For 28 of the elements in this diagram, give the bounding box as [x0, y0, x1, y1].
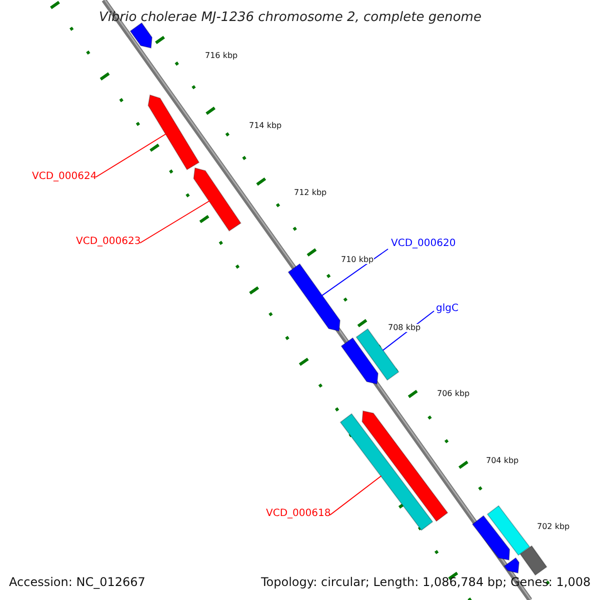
tick-label: 708 kbp [388, 324, 421, 332]
gene-feature [148, 94, 200, 170]
gene-label: VCD_000624 [32, 172, 97, 182]
leader-line [321, 248, 388, 296]
gene-feature [193, 167, 242, 232]
tick-label: 716 kbp [205, 52, 238, 60]
accession-text: Accession: NC_012667 [9, 576, 146, 588]
leader-line [96, 134, 166, 178]
gene-feature [520, 545, 548, 576]
tick-label: 712 kbp [294, 189, 327, 197]
tick-label: 714 kbp [249, 122, 282, 130]
gene-label: VCD_000623 [76, 237, 141, 247]
tick-label: 704 kbp [486, 457, 519, 465]
tick-label: 706 kbp [437, 390, 470, 398]
gene-feature [340, 337, 379, 385]
tick-label: 710 kbp [341, 256, 374, 264]
gene-feature [340, 413, 434, 531]
tick-label: 702 kbp [537, 523, 570, 531]
gene-label: glgC [436, 304, 458, 314]
gene-feature [486, 505, 530, 556]
gene-feature [362, 410, 448, 522]
leader-line [140, 200, 210, 244]
gene-label: VCD_000620 [391, 239, 456, 249]
leader-line [330, 475, 382, 516]
gene-label: VCD_000618 [266, 509, 331, 519]
gene-feature [288, 263, 341, 332]
gene-feature [130, 22, 153, 49]
gene-feature [472, 515, 510, 561]
